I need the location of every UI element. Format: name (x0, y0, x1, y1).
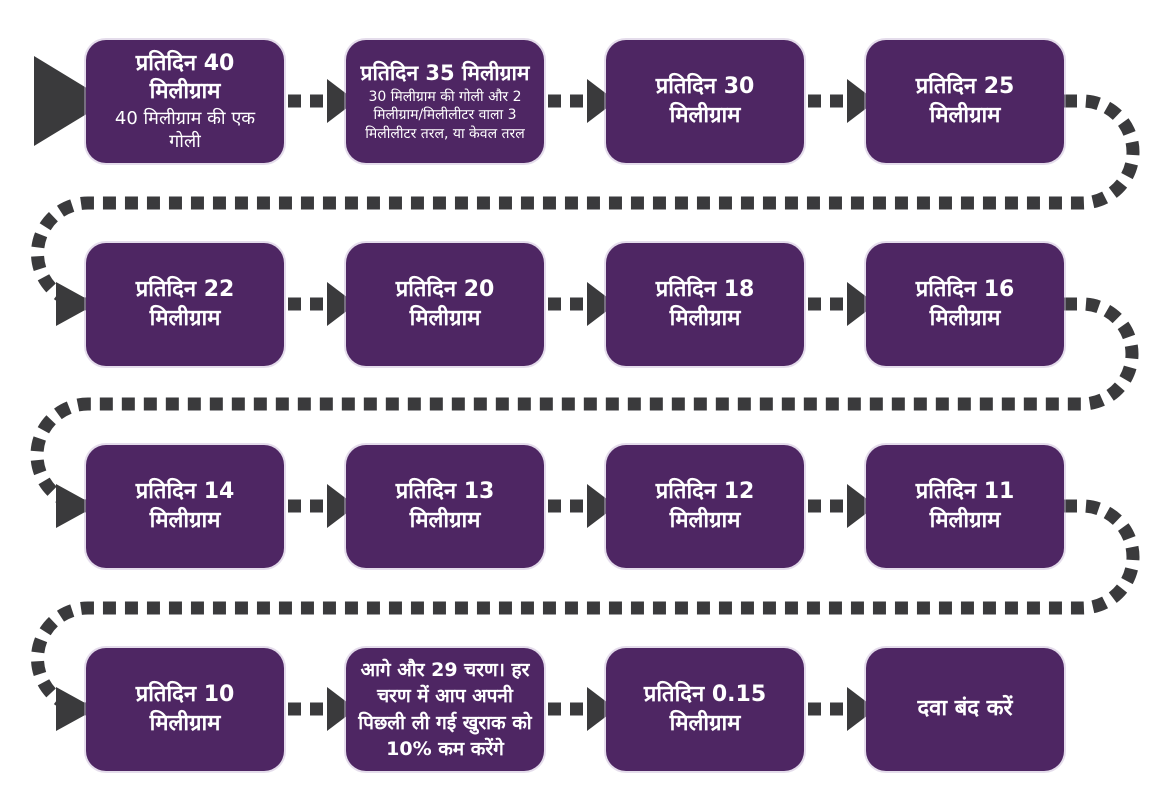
step-subtitle: 30 मिलीग्राम की गोली और 2 मिलीग्राम/मिली… (365, 89, 525, 142)
step-box-14mg: प्रतिदिन 14 मिलीग्राम (86, 445, 284, 568)
step-box-40mg: प्रतिदिन 40 मिलीग्राम 40 मिलीग्राम की एक… (86, 40, 284, 163)
step-box-13mg: प्रतिदिन 13 मिलीग्राम (346, 445, 544, 568)
step-box-16mg: प्रतिदिन 16 मिलीग्राम (866, 243, 1064, 366)
step-title: प्रतिदिन 12 मिलीग्राम (655, 479, 755, 533)
step-title: प्रतिदिन 30 मिलीग्राम (655, 74, 755, 128)
step-title: प्रतिदिन 20 मिलीग्राम (395, 277, 495, 331)
step-title: प्रतिदिन 22 मिलीग्राम (135, 277, 235, 331)
step-box-10mg: प्रतिदिन 10 मिलीग्राम (86, 648, 284, 771)
step-title: प्रतिदिन 40 मिलीग्राम (135, 50, 235, 104)
step-title: प्रतिदिन 11 मिलीग्राम (915, 479, 1015, 533)
step-box-12mg: प्रतिदिन 12 मिलीग्राम (606, 445, 804, 568)
step-subtitle: 40 मिलीग्राम की एक गोली (114, 108, 256, 152)
step-title: प्रतिदिन 25 मिलीग्राम (915, 74, 1015, 128)
step-title: प्रतिदिन 18 मिलीग्राम (655, 277, 755, 331)
step-box-29-more-steps: आगे और 29 चरण। हर चरण में आप अपनी पिछली … (346, 648, 544, 771)
step-box-18mg: प्रतिदिन 18 मिलीग्राम (606, 243, 804, 366)
step-box-22mg: प्रतिदिन 22 मिलीग्राम (86, 243, 284, 366)
step-title: दवा बंद करें (917, 696, 1013, 722)
step-title: प्रतिदिन 13 मिलीग्राम (395, 479, 495, 533)
step-title: प्रतिदिन 16 मिलीग्राम (915, 277, 1015, 331)
step-box-35mg: प्रतिदिन 35 मिलीग्राम 30 मिलीग्राम की गो… (346, 40, 544, 163)
step-title: प्रतिदिन 10 मिलीग्राम (135, 682, 235, 736)
step-title: प्रतिदिन 0.15 मिलीग्राम (643, 682, 767, 736)
step-box-11mg: प्रतिदिन 11 मिलीग्राम (866, 445, 1064, 568)
step-title: आगे और 29 चरण। हर चरण में आप अपनी पिछली … (358, 659, 532, 760)
step-box-30mg: प्रतिदिन 30 मिलीग्राम (606, 40, 804, 163)
step-title: प्रतिदिन 35 मिलीग्राम (360, 61, 530, 86)
step-box-stop-medicine: दवा बंद करें (866, 648, 1064, 771)
step-box-20mg: प्रतिदिन 20 मिलीग्राम (346, 243, 544, 366)
step-title: प्रतिदिन 14 मिलीग्राम (135, 479, 235, 533)
step-box-0_15mg: प्रतिदिन 0.15 मिलीग्राम (606, 648, 804, 771)
step-box-25mg: प्रतिदिन 25 मिलीग्राम (866, 40, 1064, 163)
